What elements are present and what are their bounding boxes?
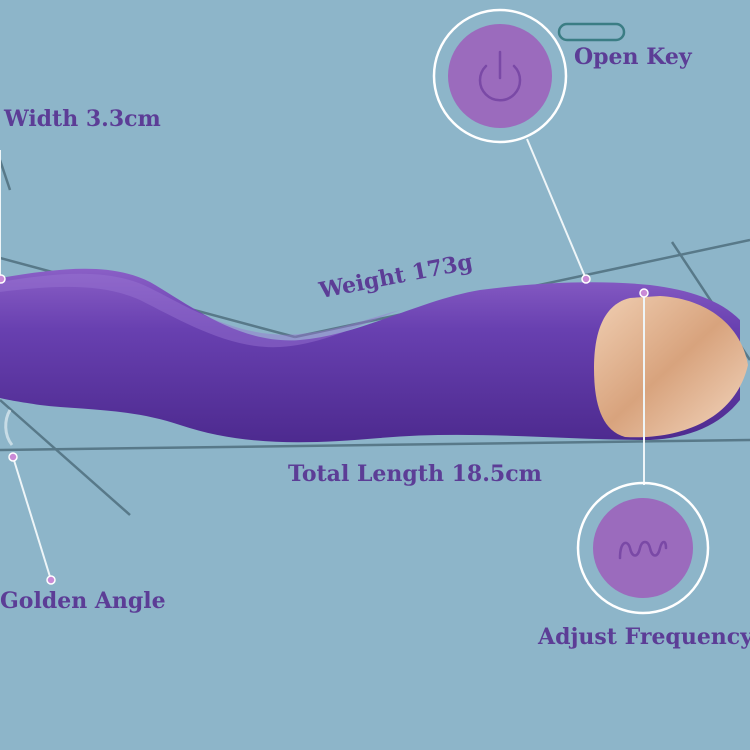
callout-dots (0, 274, 649, 585)
adjust-frequency-label: Adjust Frequency (538, 624, 750, 650)
dimension-lines (0, 159, 750, 516)
golden-angle-label: Golden Angle (0, 588, 166, 614)
key-indicator (557, 22, 626, 42)
gold-tip (594, 296, 748, 438)
total-length-label: Total Length 18.5cm (288, 461, 542, 487)
power-icon (478, 50, 522, 102)
wave-icon (618, 540, 668, 560)
open-key-label: Open Key (574, 44, 692, 70)
adjust-frequency-callout (576, 481, 710, 615)
callout-lines (0, 138, 645, 581)
angle-marker (4, 409, 14, 446)
open-key-callout (432, 8, 568, 144)
product-body (0, 268, 740, 443)
width-label: Width 3.3cm (4, 106, 161, 132)
body-highlight (0, 273, 400, 348)
